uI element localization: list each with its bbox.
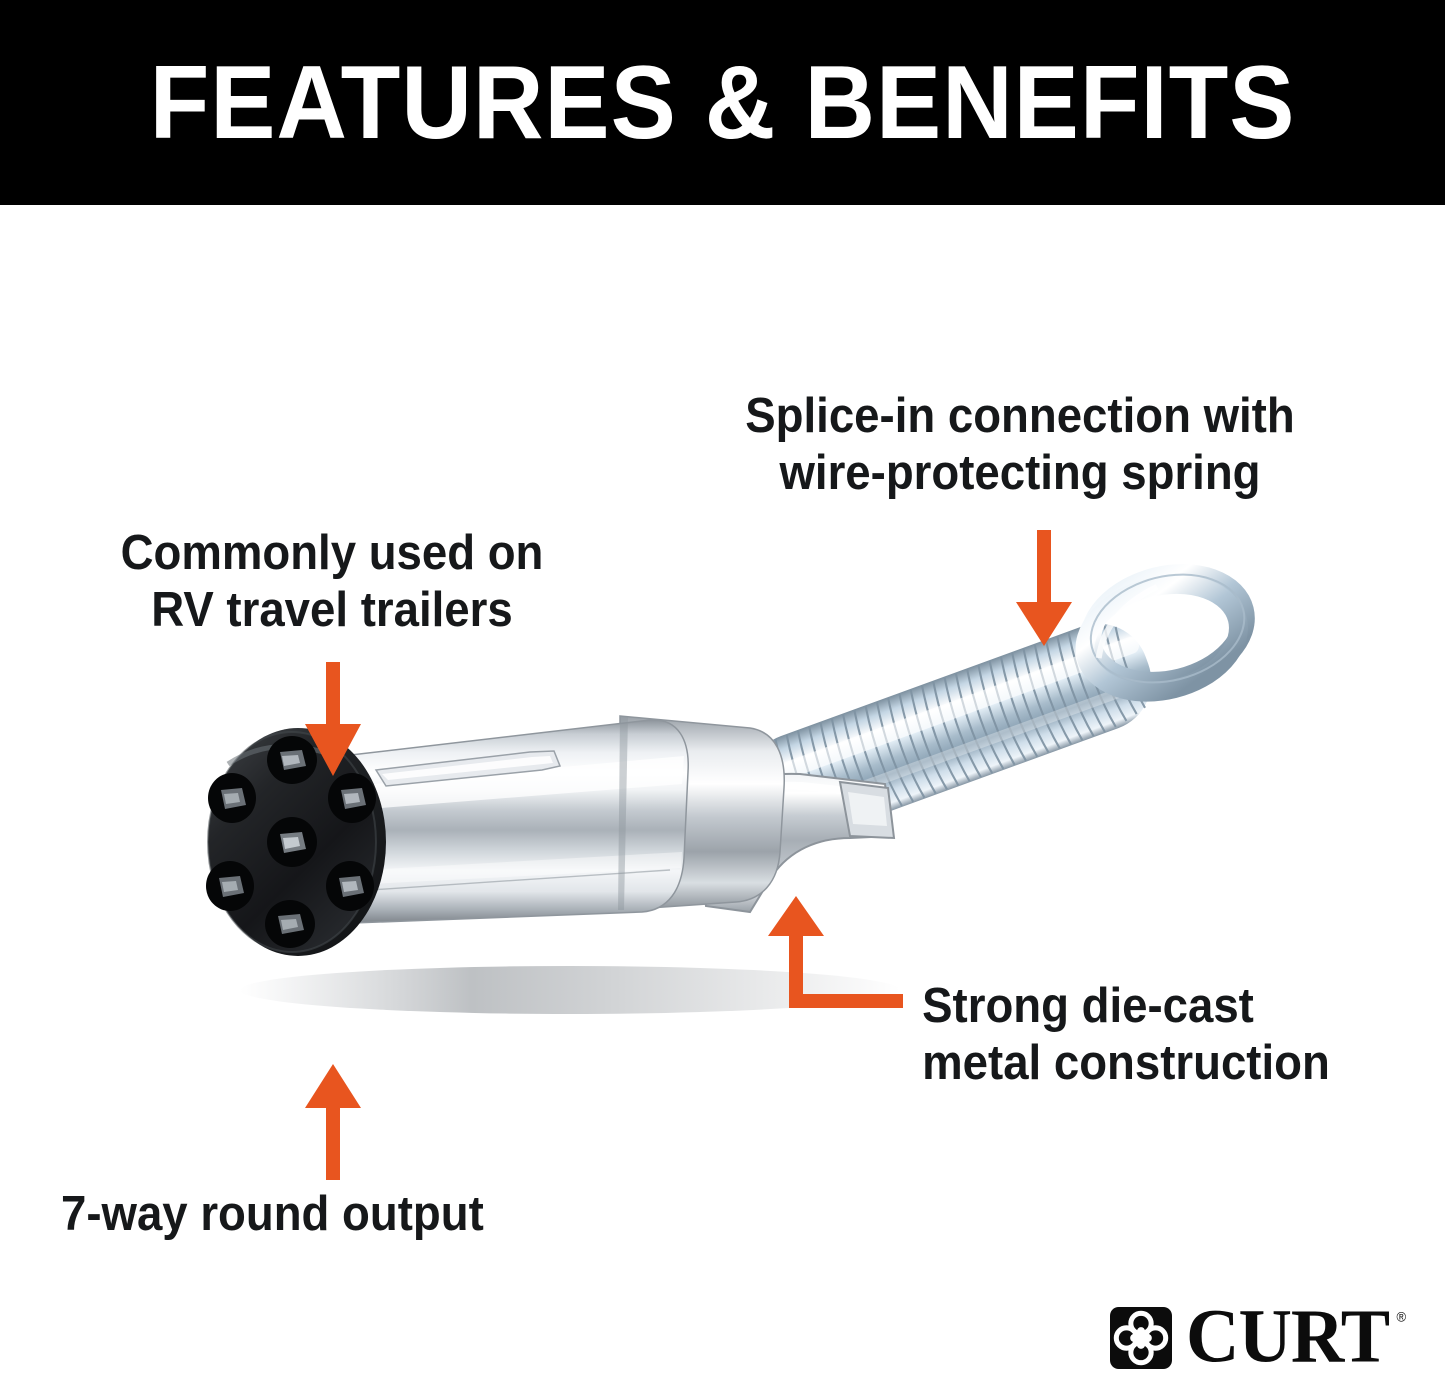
- die-cast-latch-lever: [693, 772, 896, 914]
- curt-wordmark: CURT ®: [1186, 1299, 1406, 1375]
- curt-clover-mark: [1110, 1307, 1172, 1369]
- registered-trademark-icon: ®: [1396, 1309, 1406, 1325]
- curt-logo: CURT ®: [1110, 1299, 1406, 1375]
- wire-protecting-spring: [742, 623, 1153, 847]
- arrow-down-commonly-used: [305, 662, 361, 776]
- arrow-elbow-die-cast: [768, 896, 903, 1008]
- callout-label-splice-in: Splice-in connection with wire-protectin…: [745, 389, 1295, 500]
- arrow-up-seven-way: [305, 1064, 361, 1180]
- callout-label-die-cast: Strong die-cast metal construction: [922, 979, 1330, 1090]
- arrow-down-splice-in: [1016, 530, 1072, 646]
- callout-label-seven-way: 7-way round output: [61, 1187, 484, 1241]
- page-title: FEATURES & BENEFITS: [149, 44, 1296, 161]
- header-banner: FEATURES & BENEFITS: [0, 0, 1445, 205]
- curt-wordmark-text: CURT: [1186, 1294, 1390, 1379]
- callout-label-commonly-used: Commonly used on RV travel trailers: [120, 526, 544, 637]
